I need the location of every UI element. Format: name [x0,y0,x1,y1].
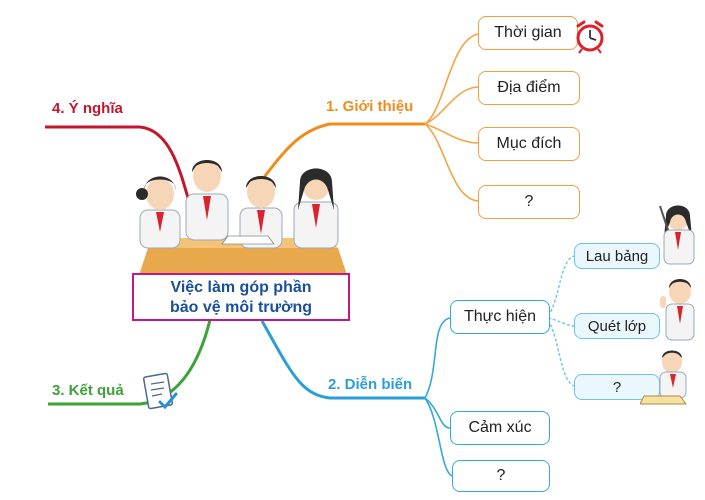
intro-sub-branch-3 [424,123,479,144]
progress-sub-branch-1 [424,317,451,399]
node-muc-dich: Mục đích [478,127,580,161]
center-topic-line-1: Việc làm góp phần [170,279,312,296]
node-intro-question: ? [478,185,580,219]
intro-sub-branch-4 [424,123,479,202]
center-topic: Việc làm góp phần bảo vệ môi trường [132,273,350,321]
result-label: 3. Kết quả [52,382,124,399]
progress-label: 2. Diễn biến [328,376,413,393]
progress-sub-branch-2 [424,397,451,429]
meaning-main-branch [45,125,192,206]
student-reading-icon [640,350,687,405]
node-dia-diem: Địa điểm [478,71,580,105]
sub-branch-question [547,319,575,387]
node-cam-xuc: Cảm xúc [450,411,550,445]
result-main-branch [48,319,212,406]
progress-sub-branch-3 [424,397,453,477]
students-group-icon [136,160,348,278]
center-topic-line-2: bảo vệ môi trường [169,299,313,316]
intro-sub-branch-1 [424,33,479,125]
intro-sub-branch-2 [424,86,479,125]
sub-branch-lau-bang [547,255,575,317]
node-thoi-gian: Thời gian [478,16,578,50]
alarm-clock-icon [576,20,604,54]
sub-branch-quet-lop [547,317,575,327]
meaning-label: 4. Ý nghĩa [52,100,123,117]
node-quet-lop: Quét lớp [574,313,660,339]
student-girl-icon [659,205,695,265]
checklist-icon [142,372,178,410]
node-thuc-hien: Thực hiện [450,300,550,334]
student-boy-icon [660,279,695,341]
node-progress-question: ? [452,460,550,492]
progress-main-branch [260,320,425,400]
intro-label: 1. Giới thiệu [326,98,414,115]
node-lau-bang: Lau bảng [574,243,660,269]
intro-main-branch [260,122,425,181]
